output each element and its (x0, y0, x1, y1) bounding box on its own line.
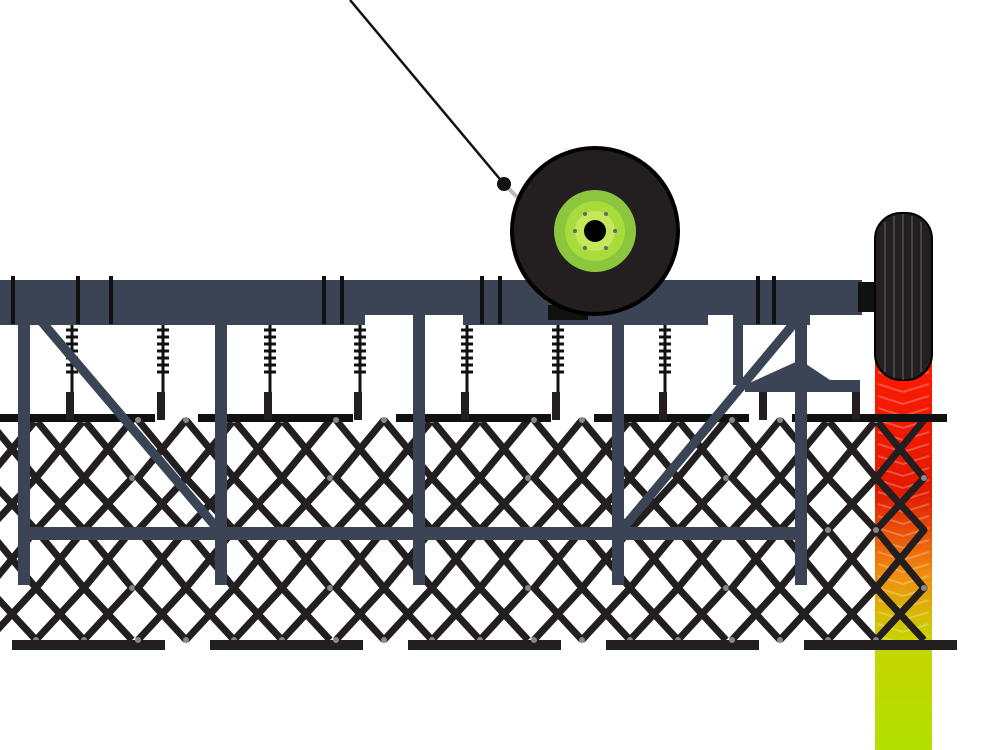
shank (659, 392, 667, 420)
top-bar (198, 414, 353, 422)
shank (157, 392, 165, 420)
spring-shank (461, 325, 473, 420)
shank (852, 392, 860, 420)
rivet (579, 417, 585, 423)
rivet (921, 585, 927, 591)
rivet (723, 585, 729, 591)
rivet (777, 637, 783, 643)
tow-cable (349, 0, 522, 202)
rivet (183, 637, 189, 643)
spring-shank (66, 325, 78, 420)
spring-shank (354, 325, 366, 420)
shank (354, 392, 362, 420)
rivet (921, 475, 927, 481)
rivet (525, 475, 531, 481)
tine-bar (872, 417, 928, 643)
top-bar (792, 414, 947, 422)
rivet (129, 585, 135, 591)
shank (264, 392, 272, 420)
rivet (525, 585, 531, 591)
spring-shank (759, 392, 767, 420)
rivet (825, 527, 831, 533)
end-wheel (874, 212, 933, 381)
rivet (381, 417, 387, 423)
shank (461, 392, 469, 420)
spring-shank (157, 325, 169, 420)
tread-mark (877, 455, 930, 466)
spring-shank (552, 325, 564, 420)
rivet (579, 637, 585, 643)
rivet (135, 637, 141, 643)
rivet (729, 637, 735, 643)
rivet (135, 417, 141, 423)
bottom-bar (210, 640, 363, 650)
bottom-bar (606, 640, 759, 650)
rivet (129, 475, 135, 481)
rivet (381, 637, 387, 643)
tread-mark (877, 383, 930, 394)
top-bar (396, 414, 551, 422)
rivet (333, 417, 339, 423)
tine-bar (824, 417, 880, 643)
frame (0, 276, 878, 585)
spring-shank (264, 325, 276, 420)
spring-shank (659, 325, 671, 420)
rivet (531, 417, 537, 423)
bottom-bar (12, 640, 165, 650)
rivet (327, 475, 333, 481)
tread-mark (877, 395, 930, 406)
transport-wheel (510, 146, 680, 316)
shank (66, 392, 74, 420)
rivet (333, 637, 339, 643)
springs (66, 325, 860, 420)
top-bar (594, 414, 749, 422)
rivet (183, 417, 189, 423)
shank (552, 392, 560, 420)
rivet (729, 417, 735, 423)
rivet (723, 475, 729, 481)
rivet (777, 417, 783, 423)
rivet (327, 585, 333, 591)
rivet (531, 637, 537, 643)
shank (759, 392, 767, 420)
rivet (873, 527, 879, 533)
top-bar (0, 414, 155, 422)
bottom-bar (408, 640, 561, 650)
tread-mark (877, 563, 930, 574)
bottom-bar (804, 640, 957, 650)
spring-shank (852, 392, 860, 420)
